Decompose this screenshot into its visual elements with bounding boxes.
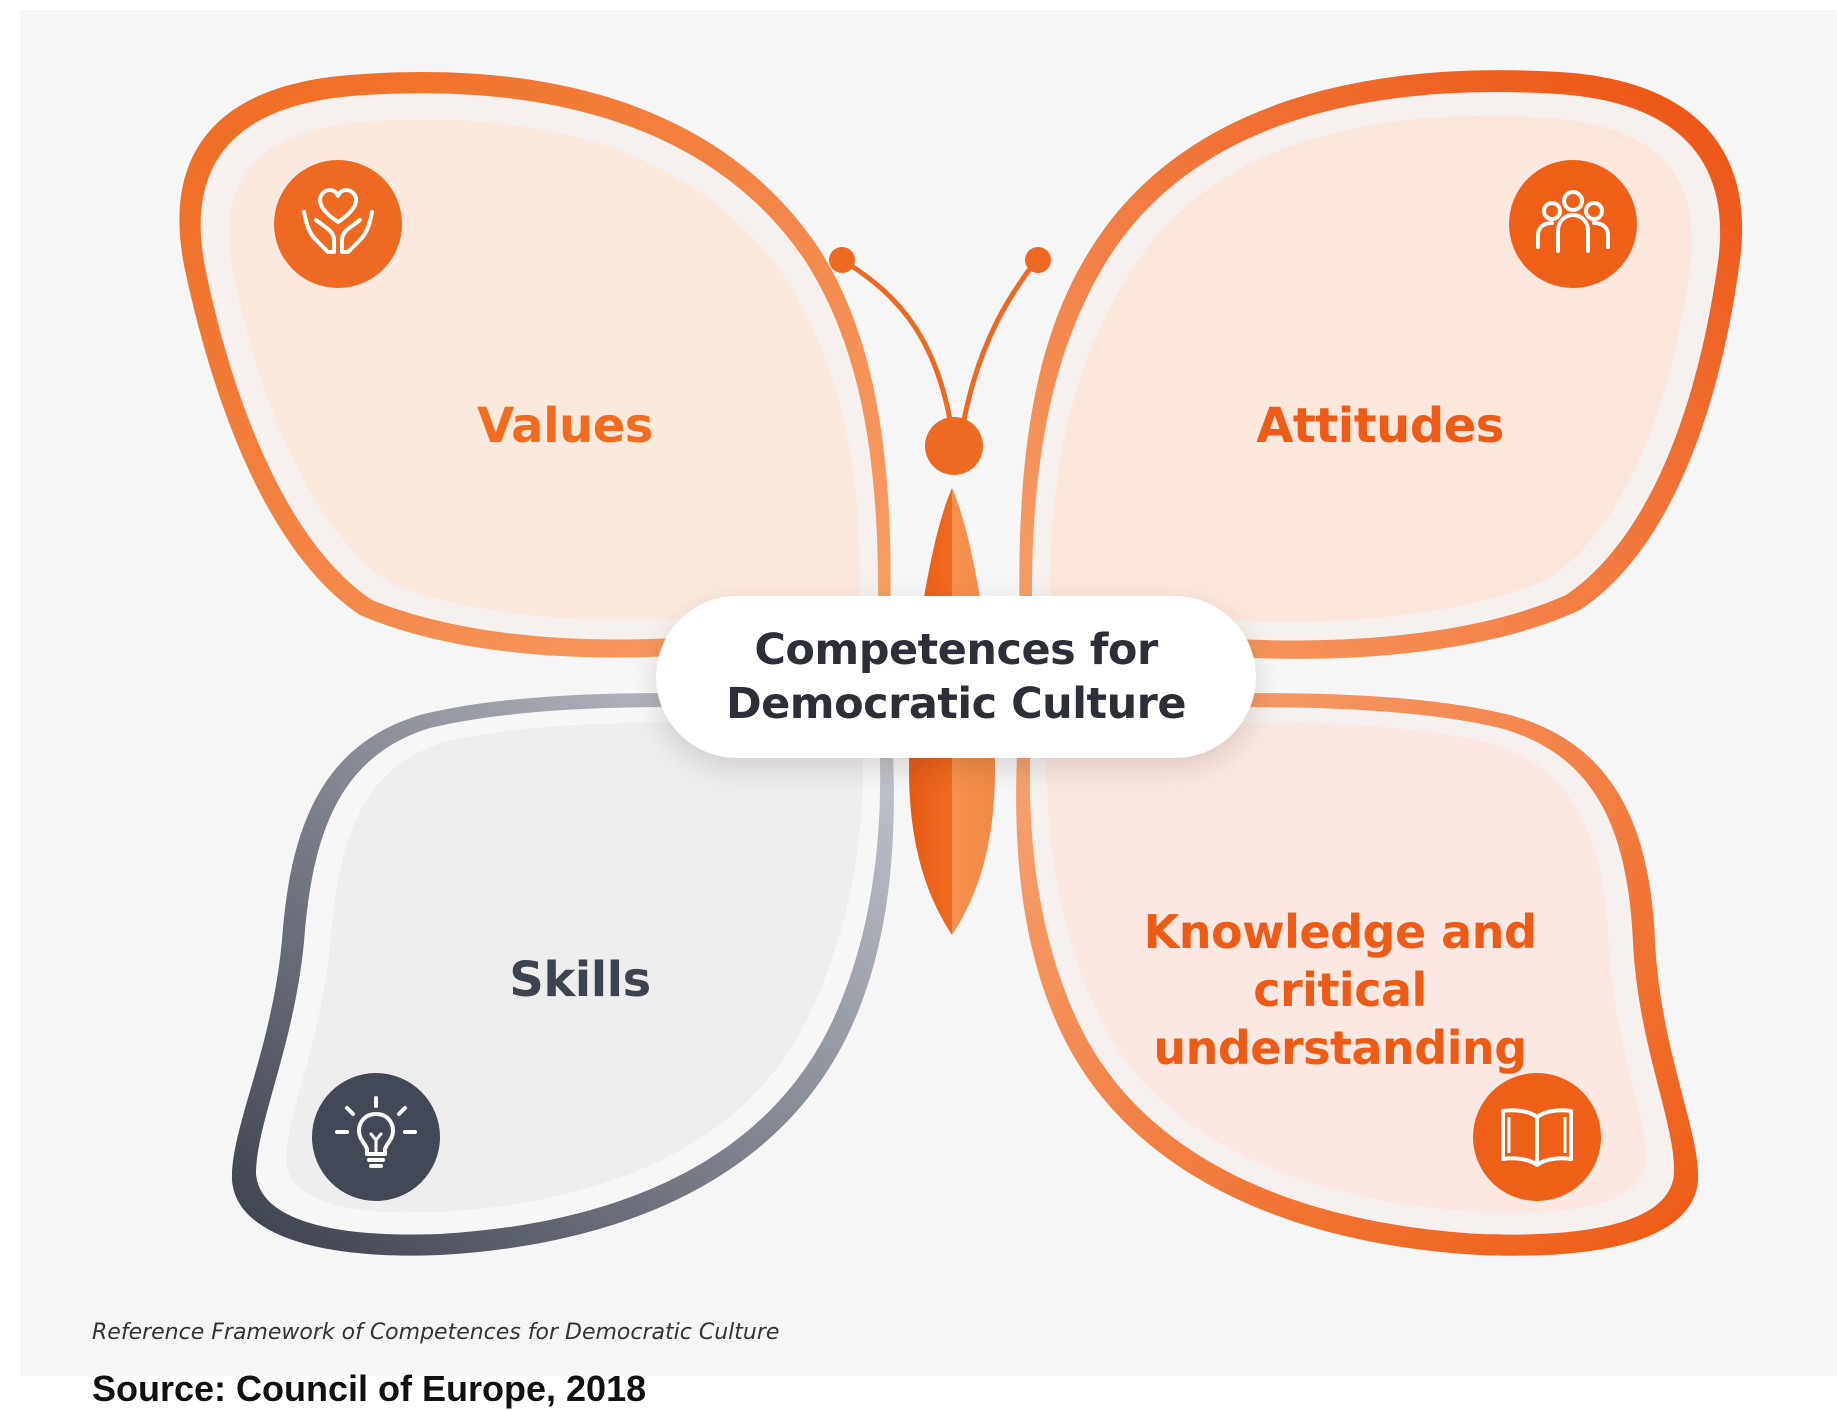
heart-in-hands-icon [302,188,374,254]
wing-attitudes [1019,70,1743,659]
wing-values [179,72,891,658]
lightbulb-icon [335,1096,417,1168]
values-icon-badge [274,160,402,288]
attitudes-label: Attitudes [1256,398,1504,454]
attitudes-icon-badge [1509,160,1637,288]
open-book-icon [1501,1108,1573,1167]
antennae [829,247,1051,423]
diagram-canvas: Values Attitudes Skills Knowledge and cr… [20,10,1837,1409]
center-title-line2: Democratic Culture [725,679,1187,729]
center-title-line1: Competences for [754,625,1158,675]
wing-skills-fill [286,722,864,1213]
antenna-right-tip [1025,247,1051,273]
antenna-left-tip [829,247,855,273]
skills-icon-badge [312,1073,440,1201]
knowledge-label-line1: Knowledge and [1143,905,1537,959]
center-title-pill: Competences for Democratic Culture [656,596,1256,758]
butterfly-head [925,417,983,475]
knowledge-label: Knowledge and critical understanding [1060,903,1620,1077]
group-of-people-icon [1536,190,1610,253]
source-line: Source: Council of Europe, 2018 [92,1368,647,1409]
figure-caption: Reference Framework of Competences for D… [92,1320,780,1345]
center-title: Competences for Democratic Culture [725,623,1187,731]
antenna-left [842,259,953,423]
knowledge-icon-badge [1473,1073,1601,1201]
antenna-right [961,259,1038,423]
values-label: Values [477,398,653,454]
skills-label: Skills [509,952,651,1008]
knowledge-label-line2: critical understanding [1153,963,1527,1075]
